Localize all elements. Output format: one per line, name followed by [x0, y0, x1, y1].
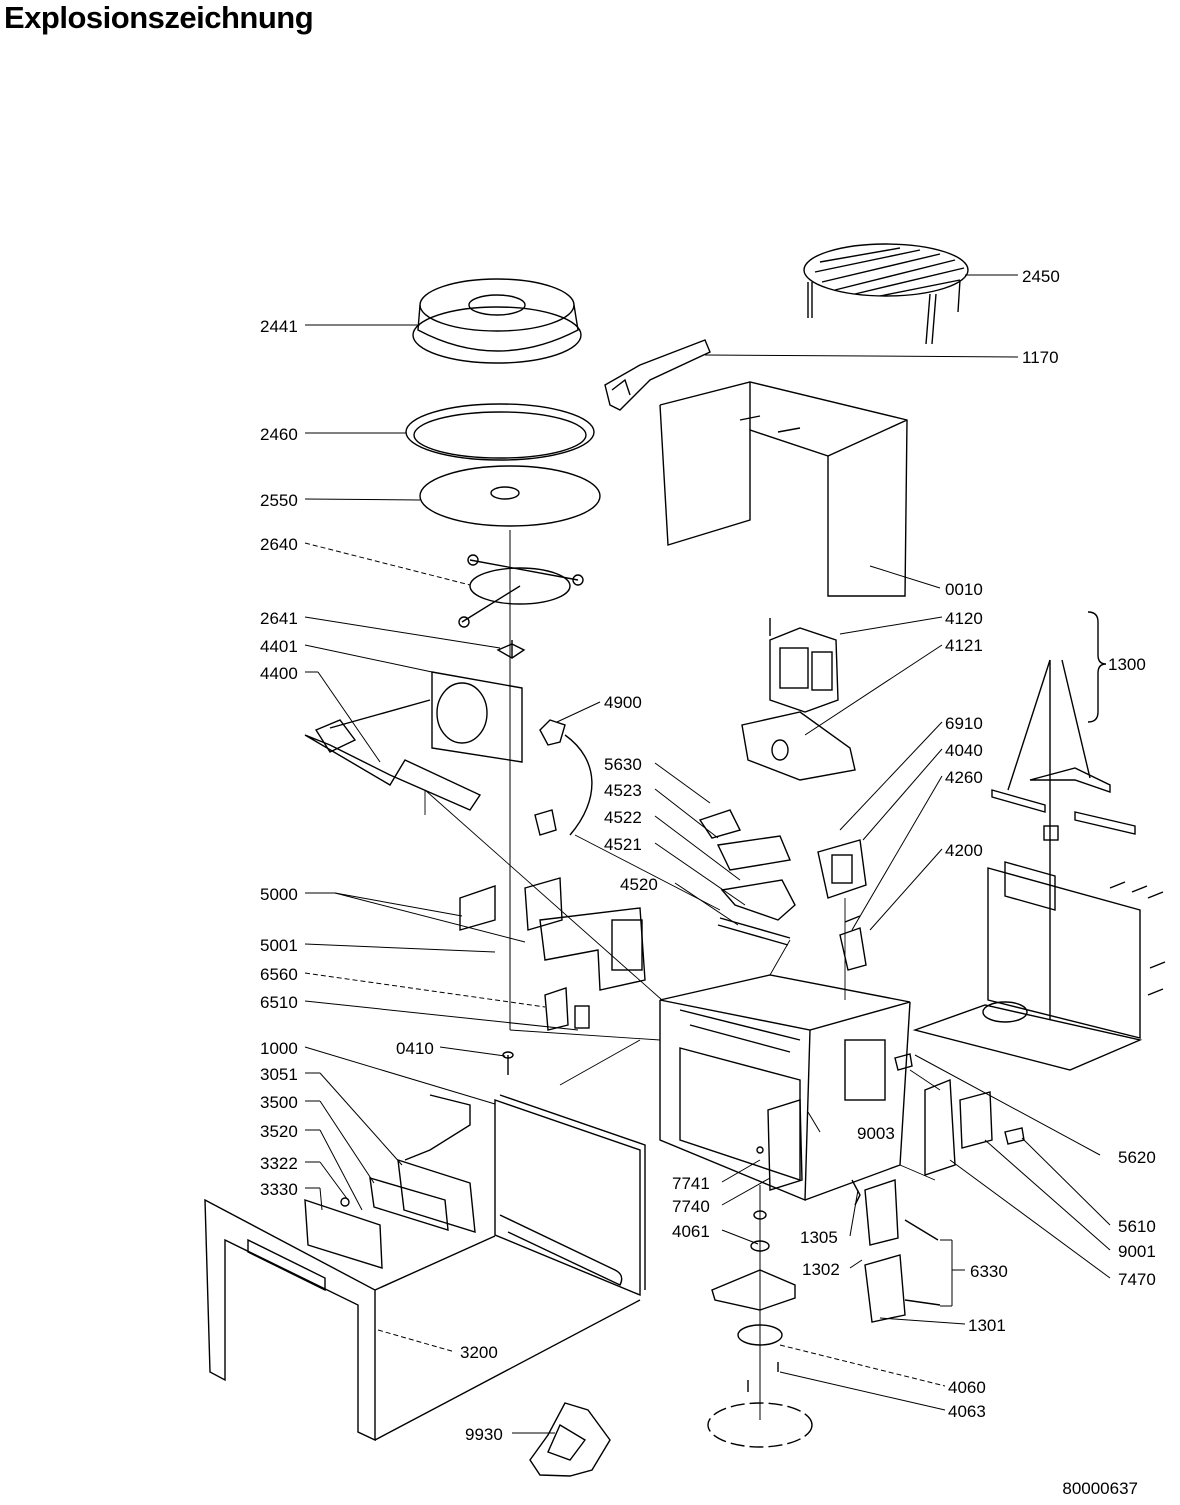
label-9001: 9001 [1118, 1242, 1156, 1261]
label-4200: 4200 [945, 841, 983, 860]
part-screws [844, 881, 1166, 996]
label-7470: 7470 [1118, 1270, 1156, 1289]
part-main-cavity [659, 974, 911, 1202]
label-3051: 3051 [260, 1065, 298, 1084]
part-2550-turntable [419, 465, 601, 527]
label-4520: 4520 [620, 875, 658, 894]
part-3500-control-panel [304, 1094, 476, 1269]
label-5001: 5001 [260, 936, 298, 955]
label-4401: 4401 [260, 637, 298, 656]
part-4260-diode [839, 927, 867, 971]
label-2640: 2640 [260, 535, 298, 554]
part-4520-heater-group [698, 809, 796, 946]
label-4063: 4063 [948, 1402, 986, 1421]
label-4120: 4120 [945, 609, 983, 628]
part-2441-dish [412, 278, 582, 364]
part-9001-side-parts [894, 1053, 1025, 1176]
label-2450: 2450 [1022, 267, 1060, 286]
part-3200-front-frame [204, 1198, 641, 1442]
label-4040: 4040 [945, 741, 983, 760]
part-0010-housing [659, 381, 908, 597]
assembly-axis-lines [509, 530, 761, 1420]
part-rear-panel [912, 861, 1143, 1071]
label-1300: 1300 [1108, 655, 1146, 674]
label-5630: 5630 [604, 755, 642, 774]
label-1000: 1000 [260, 1039, 298, 1058]
label-2641: 2641 [260, 609, 298, 628]
label-4521: 4521 [604, 835, 642, 854]
label-1301: 1301 [968, 1316, 1006, 1335]
part-5000-control-board [459, 877, 646, 991]
label-1170: 1170 [1022, 348, 1059, 367]
label-1302: 1302 [802, 1260, 840, 1279]
part-4120-transformer [769, 618, 839, 713]
label-4260: 4260 [945, 768, 983, 787]
label-2550: 2550 [260, 491, 298, 510]
label-5610: 5610 [1118, 1217, 1156, 1236]
part-4400-motor-bracket [304, 671, 523, 811]
label-6330: 6330 [970, 1262, 1008, 1281]
part-1170-handle [604, 339, 711, 411]
label-7740: 7740 [672, 1197, 710, 1216]
page-title: Explosionszeichnung [4, 0, 314, 35]
leader-lines [304, 274, 1111, 1434]
label-4522: 4522 [604, 808, 642, 827]
label-5620: 5620 [1118, 1148, 1156, 1167]
part-4121-base [741, 711, 856, 781]
part-9930-holder [529, 1402, 611, 1477]
label-0410: 0410 [396, 1039, 434, 1058]
label-4400: 4400 [260, 664, 298, 683]
label-3330: 3330 [260, 1180, 298, 1199]
part-2640-roller-support [458, 554, 584, 628]
label-4900: 4900 [604, 693, 642, 712]
label-6560: 6560 [260, 965, 298, 984]
document-number: 80000637 [1062, 1479, 1138, 1498]
label-9003: 9003 [857, 1124, 895, 1143]
part-2460-roller-ring [405, 403, 595, 461]
label-2460: 2460 [260, 425, 298, 444]
brace-1300 [1087, 611, 1107, 723]
label-4523: 4523 [604, 781, 642, 800]
label-3200: 3200 [460, 1343, 498, 1362]
assembly-guide-lines [424, 789, 941, 1181]
label-1305: 1305 [800, 1228, 838, 1247]
part-2450-grill-rack [803, 243, 969, 345]
label-2441: 2441 [260, 317, 298, 336]
part-6330-switches [851, 1179, 941, 1323]
part-9003-interlock [756, 1099, 803, 1191]
label-0010: 0010 [945, 580, 983, 599]
label-3520: 3520 [260, 1122, 298, 1141]
label-9930: 9930 [465, 1425, 503, 1444]
label-4061: 4061 [672, 1222, 710, 1241]
part-0410-screw [502, 1051, 514, 1075]
label-3322: 3322 [260, 1154, 298, 1173]
part-1300-brackets [991, 659, 1136, 1020]
label-4060: 4060 [948, 1378, 986, 1397]
label-4121: 4121 [945, 636, 983, 655]
part-4040-capacitor [817, 839, 867, 899]
label-3500: 3500 [260, 1093, 298, 1112]
label-7741: 7741 [672, 1174, 710, 1193]
part-1000-door [494, 1094, 646, 1297]
part-4900-power-cable [534, 719, 593, 836]
label-6910: 6910 [945, 714, 983, 733]
part-6510-lamp [544, 987, 590, 1031]
label-6510: 6510 [260, 993, 298, 1012]
label-5000: 5000 [260, 885, 298, 904]
part-2641-coupler [496, 640, 526, 659]
part-4060-turntable-motor [707, 1210, 813, 1448]
